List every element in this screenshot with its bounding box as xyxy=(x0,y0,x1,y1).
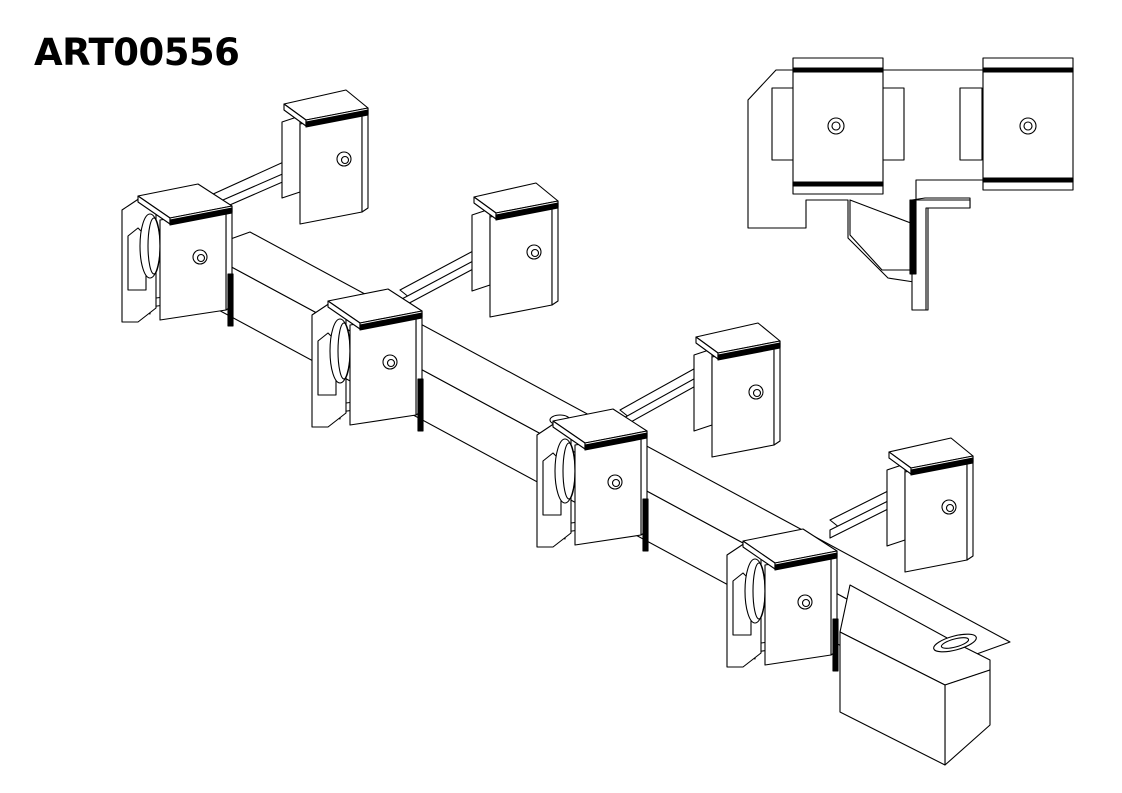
side-view xyxy=(747,57,1074,311)
carriage-2 xyxy=(311,182,559,432)
isometric-view xyxy=(121,89,1011,766)
end-bracket xyxy=(839,584,991,766)
carriage-4 xyxy=(726,437,974,672)
part-number-title: ART00556 xyxy=(34,31,240,74)
carriage-1 xyxy=(121,89,369,327)
carriage-3 xyxy=(536,322,781,552)
